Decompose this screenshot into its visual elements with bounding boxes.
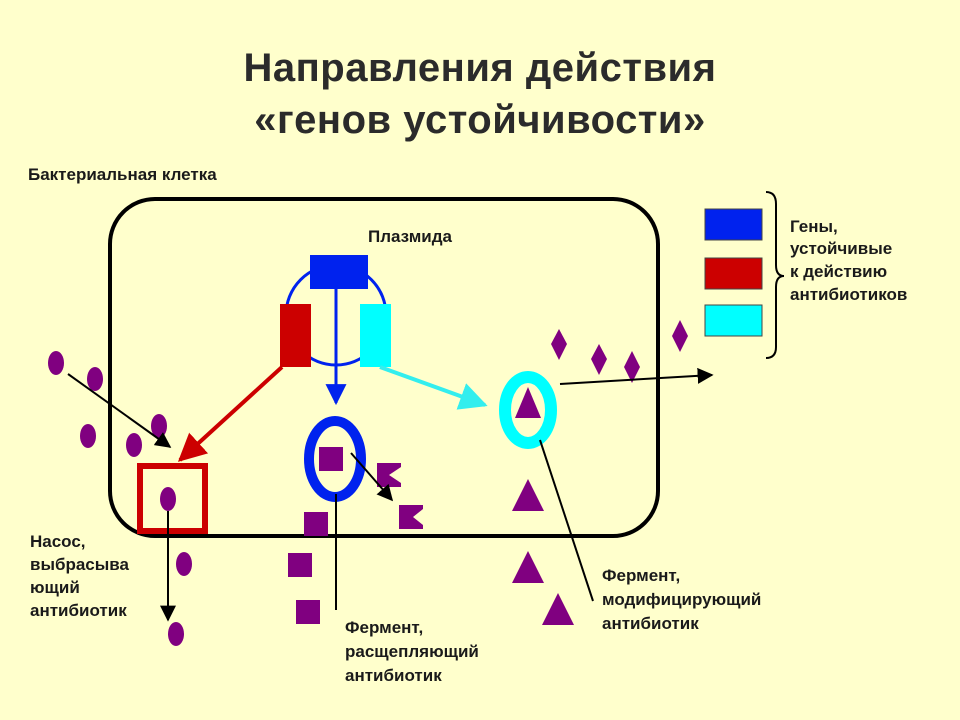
plasmid-gene-blue: [310, 255, 368, 289]
antibiotic-circle: [48, 351, 64, 375]
splitting-enzyme-caption-line-2: расщепляющий: [345, 642, 479, 661]
plasmid-gene-cyan: [360, 304, 391, 367]
antibiotic-diamond: [624, 351, 640, 383]
antibiotic-circle: [160, 487, 176, 511]
modifying-enzyme-pointer: [539, 439, 594, 602]
pump-caption-line-3: ющий: [30, 578, 80, 597]
modifying-enzyme-caption-line-2: модифицирующий: [602, 590, 762, 609]
export-arrow: [559, 367, 714, 385]
legend-text-line-3: к действию: [790, 262, 888, 281]
antibiotic-circle: [176, 552, 192, 576]
legend-text-line-2: устойчивые: [790, 239, 893, 258]
cleave-arrow: [350, 452, 394, 502]
bacterial-cell-outline: [108, 197, 660, 538]
antibiotic-square: [319, 447, 343, 471]
plasmid-gene-red: [280, 304, 311, 367]
pump-entry-arrow: [67, 373, 172, 448]
antibiotic-diamond: [591, 344, 607, 375]
antibiotic-circle: [87, 367, 103, 391]
modifying-enzyme-ring-fill: [499, 371, 557, 449]
legend-text-line-1: Гены,: [790, 217, 838, 236]
pump-caption-line-4: антибиотик: [30, 601, 127, 620]
cyan-gene-arrow: [379, 365, 488, 410]
antibiotic-circle: [151, 414, 167, 438]
antibiotic-square: [304, 512, 328, 536]
pump-square: [137, 463, 208, 534]
page-title-line-1: Направления действия: [243, 46, 717, 90]
page-title-line-2: «генов устойчивости»: [254, 98, 706, 142]
legend-brace: [765, 191, 785, 359]
plasmid-label: Плазмида: [368, 227, 452, 246]
splitting-enzyme-caption-line-3: антибиотик: [345, 666, 442, 685]
pump-caption-line-1: Насос,: [30, 532, 86, 551]
antibiotic-circle: [80, 424, 96, 448]
antibiotic-circle: [126, 433, 142, 457]
antibiotic-triangle: [515, 387, 541, 418]
antibiotic-square: [296, 600, 320, 624]
antibiotic-squares: [288, 447, 343, 624]
modifying-enzyme-caption-line-1: Фермент,: [602, 566, 681, 585]
antibiotic-triangle: [512, 479, 544, 511]
antibiotic-circles: [48, 351, 192, 646]
modified-antibiotics: [551, 320, 688, 383]
red-gene-arrow: [177, 365, 284, 462]
antibiotic-triangle: [542, 593, 574, 625]
cleaved-antibiotics: [377, 463, 423, 529]
legend-gene-cyan: [704, 304, 763, 337]
modifying-enzyme-caption-line-3: антибиотик: [602, 614, 699, 633]
antibiotic-diamond: [551, 329, 567, 360]
antibiotic-circle: [168, 622, 184, 646]
legend-text-line-4: антибиотиков: [790, 285, 908, 304]
legend-gene-blue: [704, 208, 763, 241]
cell-label: Бактериальная клетка: [28, 165, 217, 184]
pump-caption-line-2: выбрасыва: [30, 555, 129, 574]
antibiotic-triangle: [512, 551, 544, 583]
antibiotic-diamond: [672, 320, 688, 352]
antibiotic-triangles: [512, 387, 574, 625]
legend-gene-red: [704, 257, 763, 290]
splitting-enzyme-caption-line-1: Фермент,: [345, 618, 424, 637]
antibiotic-square: [288, 553, 312, 577]
